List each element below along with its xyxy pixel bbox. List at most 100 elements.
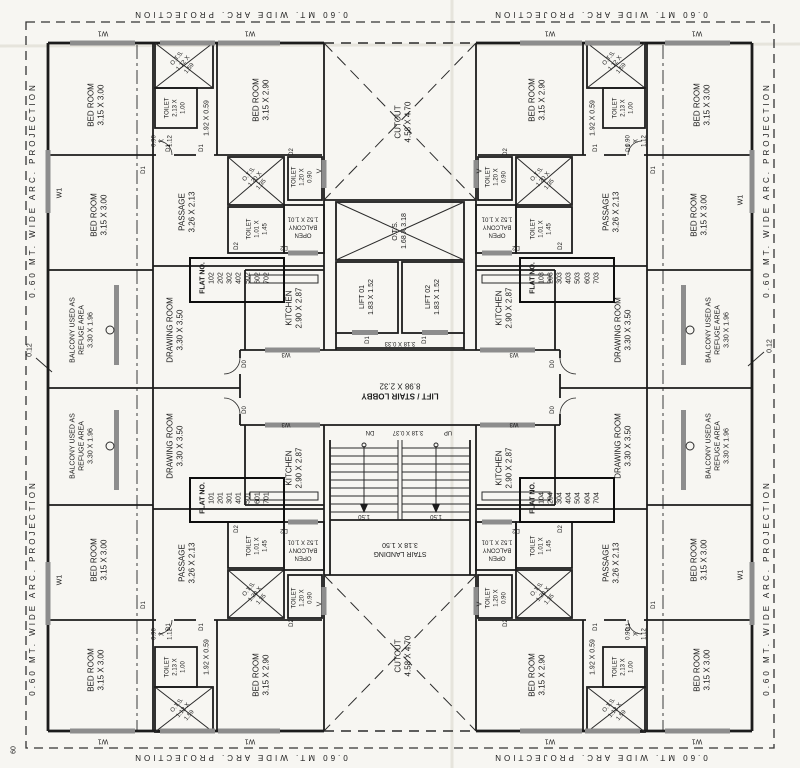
edge-note-bottom-right: 0.60 MT. WIDE ARC. PROJECTION — [492, 753, 708, 763]
door-tag-d0: D0 — [242, 360, 249, 368]
door-tag-d2: D2 — [280, 243, 288, 250]
door-tag-d0: D0 — [242, 406, 249, 414]
door-tag-d1: D1 — [141, 166, 148, 174]
door-tag-d1: D1 — [626, 144, 633, 152]
lift-block — [335, 261, 465, 350]
window-tag-w1: W1 — [544, 737, 556, 745]
window-tag-w3: W3 — [281, 350, 291, 357]
stair-tread-dim: 1.50 — [358, 512, 370, 519]
door-tag-d2: D2 — [512, 526, 520, 533]
door-tag-d2: D2 — [289, 148, 296, 156]
stair-tread-dim: 1.50 — [430, 512, 442, 519]
door-tag-d1: D1 — [651, 601, 658, 609]
door-tag-d0: D0 — [550, 406, 557, 414]
offset-dim: 0.12 — [26, 343, 34, 357]
edge-note-right-bottom: 0.60 MT. WIDE ARC. PROJECTION — [761, 480, 771, 696]
corridor-dim: 1.92 X 0.59 — [589, 639, 597, 675]
window-tag-w1: W1 — [56, 574, 64, 586]
window-tag-w1: W1 — [97, 29, 109, 37]
grid-dim: 60 — [10, 746, 18, 754]
edge-note-top-left: 0.60 MT. WIDE ARC. PROJECTION — [132, 10, 348, 20]
flat-no-box-103 — [519, 257, 615, 303]
door-tag-d2: D2 — [558, 525, 565, 533]
window-tag-w3: W3 — [281, 420, 291, 427]
corridor-dim: 1.92 X 0.59 — [203, 639, 211, 675]
kitchen-counters — [249, 274, 551, 501]
vent-tag-v: V — [316, 601, 324, 607]
door-tag-d1: D1 — [199, 144, 206, 152]
windows — [45, 40, 755, 734]
window-tag-w3: W3 — [509, 350, 519, 357]
vent-tag-v: V — [476, 168, 484, 174]
door-tag-d2: D2 — [503, 619, 510, 627]
door-tag-d0: D0 — [550, 360, 557, 368]
door-tag-d1: D1 — [593, 623, 600, 631]
door-tag-d2: D2 — [558, 242, 565, 250]
window-tag-w1: W1 — [56, 187, 64, 199]
window-tag-w1: W1 — [737, 569, 745, 581]
vent-tag-v: V — [476, 601, 484, 607]
window-tag-w1: W1 — [737, 194, 745, 206]
flat-no-box-104 — [519, 477, 615, 523]
stair-run-dim: 3.18 X 0.37 — [392, 428, 424, 435]
inner-walls — [48, 43, 752, 731]
edge-note-left-bottom: 0.60 MT. WIDE ARC. PROJECTION — [27, 480, 37, 696]
door-tag-d1: D1 — [365, 336, 372, 344]
door-tag-d2: D2 — [234, 525, 241, 533]
flat-no-box-102 — [189, 257, 285, 303]
window-tag-w1: W1 — [244, 737, 256, 745]
flat-no-box-101 — [189, 477, 285, 523]
edge-note-left-top: 0.60 MT. WIDE ARC. PROJECTION — [27, 82, 37, 298]
door-tag-d2: D2 — [280, 526, 288, 533]
window-tag-w1: W1 — [691, 737, 703, 745]
door-tag-d2: D2 — [503, 148, 510, 156]
window-tag-w1: W1 — [97, 737, 109, 745]
offset-dim: 0.12 — [766, 339, 774, 353]
lobby-strip-dim: 3.18 X 0.33 — [384, 339, 416, 346]
window-tag-w3: W3 — [509, 420, 519, 427]
door-tag-d1: D1 — [199, 623, 206, 631]
door-tag-d2: D2 — [289, 619, 296, 627]
corridor-dim: 1.92 X 0.59 — [589, 100, 597, 136]
shaft-label-ots-center: O.T.S.1.68 X 3.18 — [391, 213, 408, 249]
